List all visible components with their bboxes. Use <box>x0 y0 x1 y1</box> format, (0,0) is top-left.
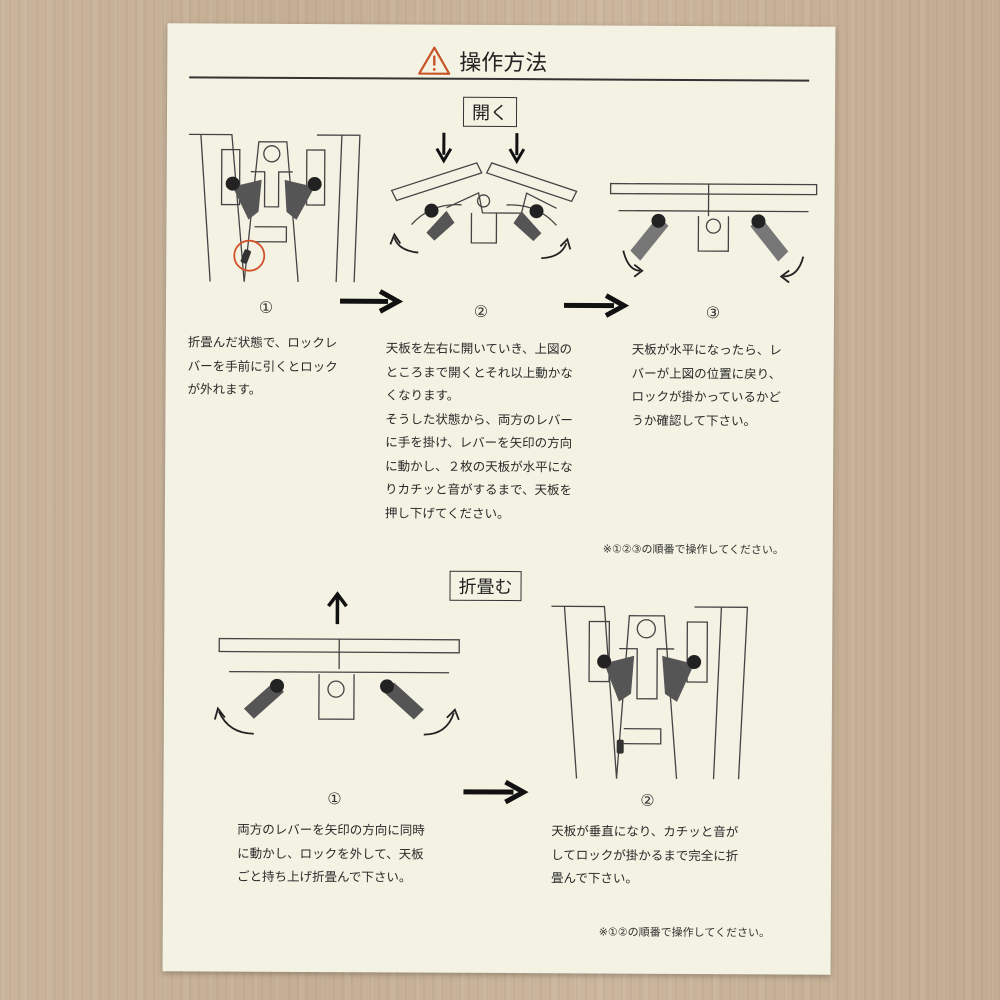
fold-step2-text: 天板が垂直になり、カチッと音が してロックが掛かるまで完全に折 畳んで下さい。 <box>551 819 739 890</box>
text-line: ごと持ち上げ折畳んで下さい。 <box>236 868 412 885</box>
open-step2-illustration <box>389 132 578 260</box>
text-line: が外れます。 <box>187 381 262 397</box>
text-line: に手を掛け、レバーを矢印の方向 <box>385 434 573 451</box>
fold-step1-illustration <box>213 591 460 736</box>
arrow-right-icon <box>340 289 404 314</box>
fold-step1-text: 両方のレバーを矢印の方向に同時 に動かし、ロックを外して、天板 ごと持ち上げ折畳… <box>237 818 425 889</box>
fold-step2-number: ② <box>640 790 655 810</box>
text-line: バーを手前に引くとロック <box>187 357 338 374</box>
warning-triangle-icon <box>418 46 451 75</box>
open-step3-illustration <box>609 182 818 284</box>
fold-order-note: ※①②の順番で操作してください。 <box>598 925 771 940</box>
open-section-label: 開く <box>462 96 518 128</box>
open-step1-text: 折畳んだ状態で、ロックレ バーを手前に引くとロック が外れます。 <box>188 330 338 401</box>
text-line: 天板を左右に開いていき、上図の <box>385 340 573 357</box>
text-line: 折畳んだ状態で、ロックレ <box>187 334 338 351</box>
text-line: バーが上図の位置に戻り、 <box>631 365 782 381</box>
open-step2-text: 天板を左右に開いていき、上図の ところまで開くとそれ以上動かな くなります。 そ… <box>385 336 573 525</box>
text-line: そうした状態から、両方のレバー <box>385 410 573 427</box>
open-order-note: ※①②③の順番で操作してください。 <box>602 542 784 557</box>
text-line: 天板が水平になったら、レ <box>631 341 782 358</box>
text-line: 天板が垂直になり、カチッと音が <box>551 823 739 840</box>
text-line: うか確認して下さい。 <box>631 412 757 428</box>
page-title: 操作方法 <box>459 50 548 77</box>
arrow-right-icon <box>564 293 630 318</box>
open-step3-number: ③ <box>705 303 721 323</box>
open-step1-number: ① <box>258 297 274 317</box>
text-line: ところまで開くとそれ以上動かな <box>385 363 573 380</box>
text-line: 畳んで下さい。 <box>550 870 638 886</box>
header: 操作方法 <box>417 41 547 82</box>
instruction-sheet: 操作方法 開く ① <box>162 23 836 975</box>
text-line: りカチッと音がするまで、天板を <box>385 481 573 498</box>
text-line: ロックが掛かっているかど <box>631 388 781 405</box>
text-line: 押し下げてください。 <box>384 504 510 521</box>
open-step3-text: 天板が水平になったら、レ バーが上図の位置に戻り、 ロックが掛かっているかど う… <box>631 338 782 433</box>
text-line: に動かし、ロックを外して、天板 <box>237 845 424 862</box>
open-step1-illustration <box>188 133 361 283</box>
text-line: 両方のレバーを矢印の方向に同時 <box>237 821 425 838</box>
text-line: に動かし、２枚の天板が水平にな <box>385 457 573 474</box>
text-line: くなります。 <box>385 387 460 403</box>
open-step2-number: ② <box>473 301 489 321</box>
arrow-right-icon <box>463 779 529 805</box>
text-line: してロックが掛かるまで完全に折 <box>551 846 739 863</box>
fold-step1-number: ① <box>327 789 342 809</box>
fold-step2-illustration <box>551 605 749 780</box>
